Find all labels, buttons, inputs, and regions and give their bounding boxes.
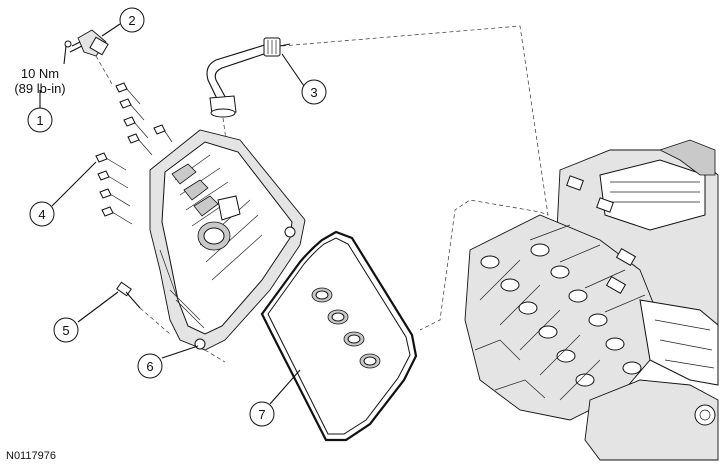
engine-assembly [464,139,719,461]
svg-text:6: 6 [146,359,153,374]
callout-1: 1 [27,107,53,133]
svg-text:4: 4 [38,207,45,222]
stud-bolt [116,281,171,335]
callout-2: 2 [119,7,145,33]
valve-cover-gasket [260,230,418,442]
valve-cover [149,129,306,351]
figure-reference-code: N0117976 [6,450,56,462]
pcv-hose [206,37,291,118]
svg-text:2: 2 [128,13,135,28]
callout-7: 7 [249,401,275,427]
torque-metric: 10 Nm [21,66,59,81]
svg-text:3: 3 [310,85,317,100]
svg-text:7: 7 [258,407,265,422]
pcv-drop-line [222,117,227,141]
bolt-set-lower [95,152,133,225]
torque-imperial: (89 lb-in) [14,81,65,96]
bolt-set-upper [115,82,173,156]
callout-leaders [39,23,305,405]
callout-4: 4 [29,201,55,227]
callout-3: 3 [301,79,327,105]
svg-text:1: 1 [36,113,43,128]
callout-5: 5 [53,317,79,343]
callout-6: 6 [137,353,163,379]
torque-spec: 10 Nm (89 lb-in) [14,66,65,96]
sensor-component [64,29,113,85]
svg-text:5: 5 [62,323,69,338]
cover-drop-line [204,349,226,363]
